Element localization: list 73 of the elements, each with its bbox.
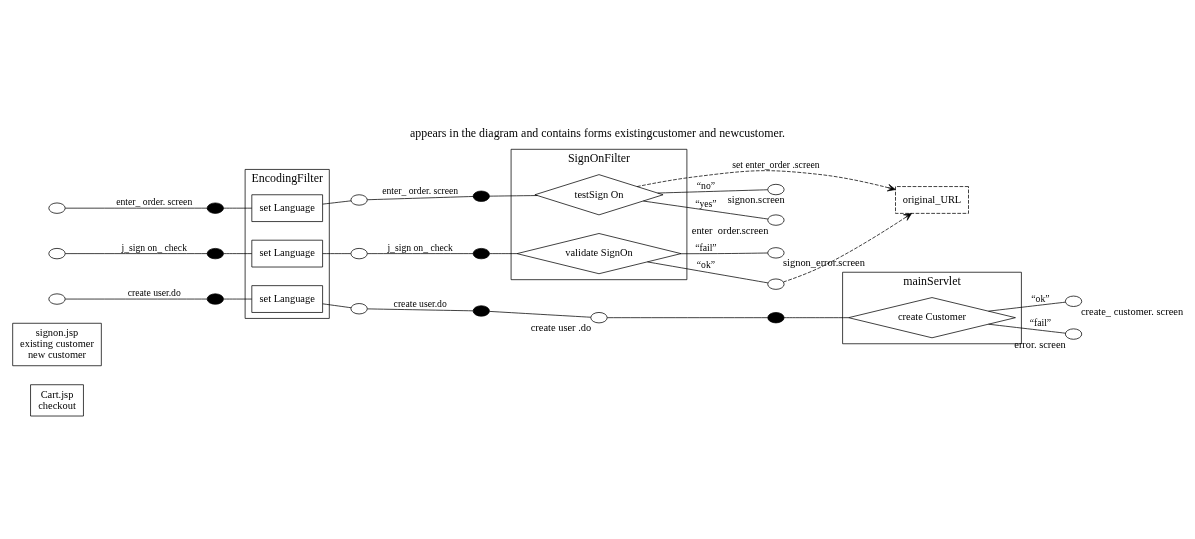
node-circle [1065,327,1083,340]
connector [223,207,253,209]
node-label: signon.screen [727,193,785,205]
connector [988,323,1066,334]
connector [64,252,208,254]
node-dot [472,304,490,317]
node-circle [590,311,608,323]
connector [783,316,849,318]
connector [642,200,769,219]
connector [489,194,538,197]
connector [223,252,253,254]
node-box: set Language [251,239,323,267]
node-diamond: testSign On [534,173,664,215]
node-circle [48,292,66,305]
node-box: Cart.jsp checkout [30,383,84,416]
node-circle [767,183,785,195]
arrow [783,212,912,282]
node-circle [1065,295,1083,307]
node-circle [350,247,368,259]
node-box: signon.jsp existing customer new customer [12,322,102,366]
connector [988,301,1066,312]
node-dot [206,202,224,214]
edge-label: j_sign on_ check [121,241,187,253]
edge-label: “ok” [1031,292,1050,304]
connector [367,308,474,311]
edge-label: “no” [696,179,716,191]
connector [64,298,208,299]
node-circle [767,214,785,226]
node-dot [472,247,490,259]
connector [489,310,592,318]
node-circle [48,202,66,214]
node-box: set Language [251,193,323,222]
connector [322,302,352,308]
node-diamond: validate SignOn [516,232,682,274]
node-dot [472,190,490,202]
connector [64,207,208,209]
connector [367,195,474,200]
node-label: create user .do [530,321,592,333]
node-circle [48,247,66,259]
edge-label: “yes” [695,197,717,209]
edge-label: create user.do [393,297,447,309]
connector [647,261,769,283]
edge-label: set enter_order .screen [732,158,820,170]
node-box: original_URL [895,185,969,214]
node-label: enter order.screen [691,224,769,236]
edge-label: enter_ order. screen [116,195,193,207]
edge-label: j_sign on_ check [387,241,453,253]
connector [606,316,769,318]
node-dot [206,292,224,305]
connector [680,252,769,254]
node-label: signon_error.screen [783,256,865,268]
node-dot [206,247,224,259]
node-box: set Language [251,284,323,313]
node-dot [767,311,785,323]
connector [367,252,474,254]
edge-label: create user.do [127,286,181,298]
diagram-title: appears in the diagram and contains forms existingcustomer and newcustomer. [410,125,785,139]
connector [489,252,518,254]
node-circle [350,193,368,206]
edge-label: “fail” [1029,316,1052,328]
edge-label: “fail” [695,241,717,253]
connector [657,188,769,193]
connector [322,199,352,204]
node-circle [767,246,785,258]
connector [223,298,253,299]
edge-label: enter_ order. screen [382,184,459,196]
node-label: create_ customer. screen [1080,305,1184,317]
connector [322,252,352,254]
edge-label: “ok” [696,258,716,270]
node-diamond: create Customer [848,296,1016,338]
arrow [636,169,896,191]
node-circle [767,278,785,290]
node-circle [350,302,368,314]
